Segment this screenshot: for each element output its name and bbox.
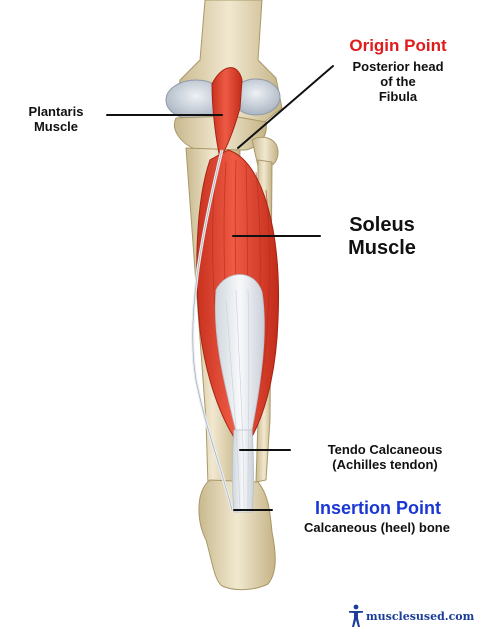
insertion-point-title: Insertion Point — [278, 498, 478, 519]
origin-point-description: Posterior head of the Fibula — [318, 60, 478, 105]
plantaris-line-2: Muscle — [16, 120, 96, 135]
origin-desc-line-3: Fibula — [318, 90, 478, 105]
plantaris-label: Plantaris Muscle — [16, 105, 96, 135]
origin-desc-line-1: Posterior head — [318, 60, 478, 75]
origin-desc-line-2: of the — [318, 75, 478, 90]
achilles-tendon — [233, 430, 254, 512]
soleus-label: Soleus Muscle — [322, 214, 442, 260]
insertion-point-description: Calcaneous (heel) bone — [272, 521, 482, 536]
soleus-line-2: Muscle — [322, 237, 442, 260]
tendo-line-2: (Achilles tendon) — [290, 458, 480, 473]
site-logo: musclesused.com — [348, 604, 474, 628]
soleus-line-1: Soleus — [322, 214, 442, 237]
tendo-calcaneous-label: Tendo Calcaneous (Achilles tendon) — [290, 443, 480, 473]
human-figure-icon — [348, 604, 364, 628]
plantaris-line-1: Plantaris — [16, 105, 96, 120]
logo-text: musclesused.com — [366, 610, 474, 623]
tendo-line-1: Tendo Calcaneous — [290, 443, 480, 458]
origin-point-title: Origin Point — [318, 36, 478, 56]
